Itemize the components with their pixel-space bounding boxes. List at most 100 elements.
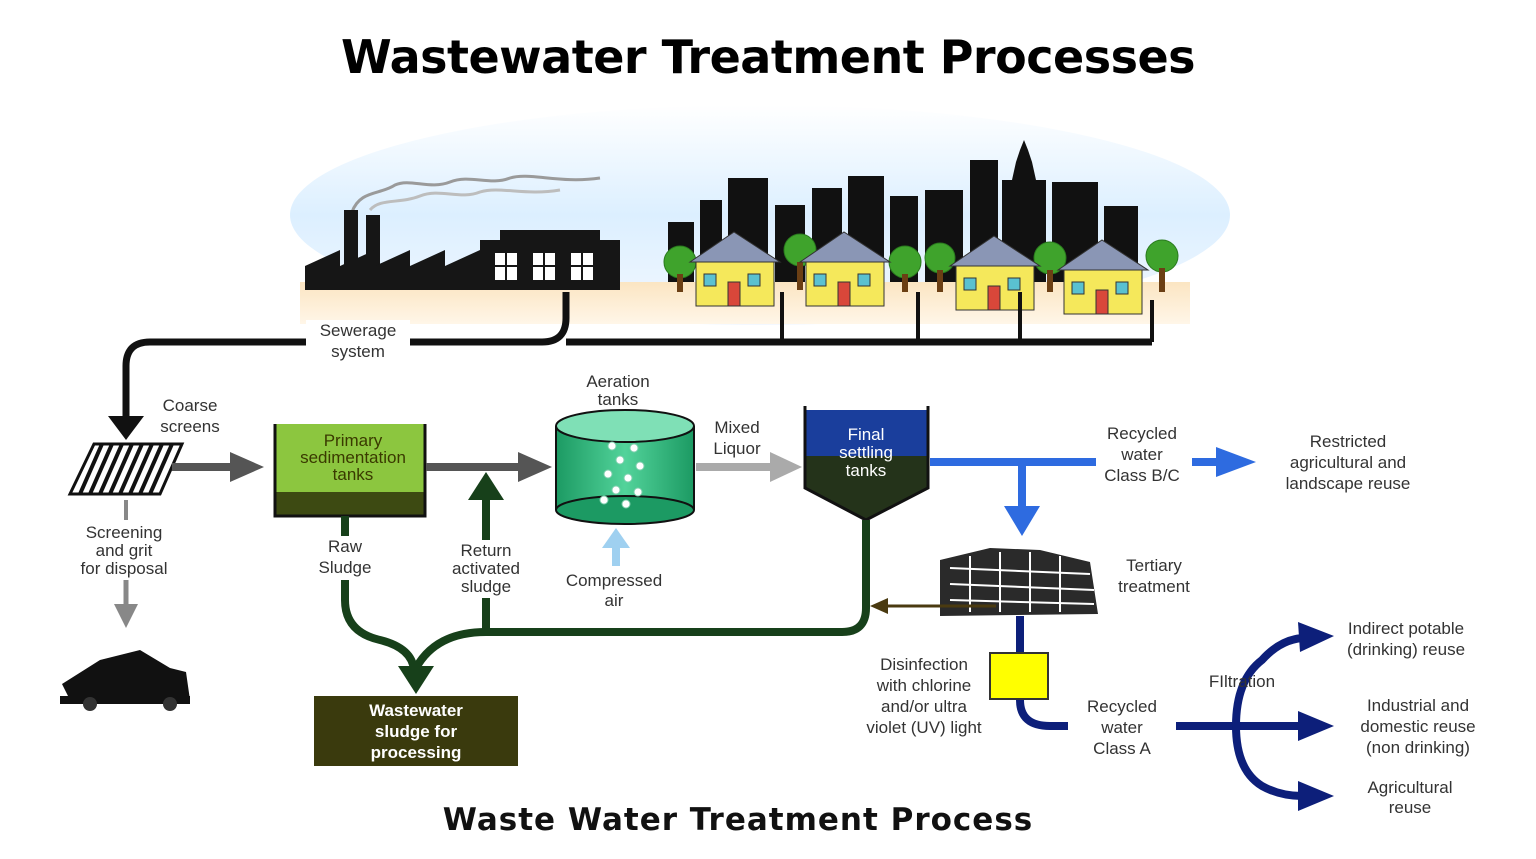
svg-text:tanks: tanks [846,461,887,480]
class-a-lines [1016,616,1303,800]
primary-sedimentation-tank [273,424,427,518]
screening-label-2: and grit [96,541,153,560]
svg-text:and grit: and grit [96,541,153,560]
recycled-a-label-3: Class A [1093,739,1151,758]
recycled-a-label-1: Recycled [1087,697,1157,716]
sewerage-label-1: Sewerage [320,321,397,340]
svg-text:Screening: Screening [86,523,163,542]
svg-text:domestic reuse: domestic reuse [1360,717,1475,736]
city-scene [290,105,1230,325]
svg-text:Recycled: Recycled [1107,424,1177,443]
return-sludge-label-1: Return [460,541,511,560]
sludge-down-arrow-head [398,666,434,694]
industrial-arrow-head [1298,711,1334,741]
aeration-label-1: Aeration [586,372,649,391]
primary-label-1: Primary [324,431,383,450]
svg-text:Disinfection: Disinfection [880,655,968,674]
mixed-liquor-label-1: Mixed [714,418,759,437]
svg-text:Final: Final [848,425,885,444]
raw-sludge-label-1: Raw [328,537,363,556]
svg-text:and/or ultra: and/or ultra [881,697,968,716]
settled-sludge-return-line [482,498,870,636]
indirect-arrow-head [1298,622,1334,652]
agricultural-arrow-head [1298,781,1334,811]
disinfection-label-3: and/or ultra [881,697,968,716]
restricted-label-2: agricultural and [1290,453,1406,472]
compressed-air-label-2: air [605,591,624,610]
recycled-a-label-2: water [1100,718,1143,737]
svg-text:(drinking) reuse: (drinking) reuse [1347,640,1465,659]
return-sludge-label-2: activated [452,559,520,578]
svg-text:water: water [1100,718,1143,737]
svg-text:Aeration: Aeration [586,372,649,391]
svg-text:Class A: Class A [1093,739,1151,758]
disinfection-label-2: with chlorine [876,676,972,695]
screening-label-1: Screening [86,523,163,542]
svg-text:Liquor: Liquor [713,439,761,458]
svg-text:Wastewater: Wastewater [369,701,463,720]
tertiary-label-2: treatment [1118,577,1190,596]
svg-text:Mixed: Mixed [714,418,759,437]
svg-text:system: system [331,342,385,361]
svg-text:air: air [605,591,624,610]
tertiary-label-1: Tertiary [1126,556,1182,575]
svg-text:sludge: sludge [461,577,511,596]
recycled-bc-label-2: water [1120,445,1163,464]
disinfection-label-4: violet (UV) light [866,718,982,737]
svg-text:Class B/C: Class B/C [1104,466,1180,485]
svg-text:Return: Return [460,541,511,560]
page-title: Wastewater Treatment Processes [340,30,1196,84]
aeration-tank [555,409,695,525]
svg-text:violet (UV) light: violet (UV) light [866,718,982,737]
coarse-screens-label-2: screens [160,417,220,436]
industrial-label-3: (non drinking) [1366,738,1470,757]
svg-text:settling: settling [839,443,893,462]
svg-text:(non drinking): (non drinking) [1366,738,1470,757]
screening-label-3: for disposal [81,559,168,578]
industrial-label-1: Industrial and [1367,696,1469,715]
disinfection-label-1: Disinfection [880,655,968,674]
indirect-potable-label-2: (drinking) reuse [1347,640,1465,659]
recycled-bc-lines [930,458,1218,508]
final-settling-label-1: Final [848,425,885,444]
svg-text:reuse: reuse [1389,798,1432,817]
svg-text:landscape reuse: landscape reuse [1286,474,1411,493]
sludge-box-label-1: Wastewater [369,701,463,720]
svg-text:sedimentation: sedimentation [300,448,406,467]
sludge-lines [341,498,870,671]
smoke-plume [350,174,601,213]
svg-text:sludge for: sludge for [375,722,458,741]
coarse-screens-label-1: Coarse [163,396,218,415]
sludge-box-label-3: processing [371,743,462,762]
sewerage-label-2: system [331,342,385,361]
primary-label-2: sedimentation [300,448,406,467]
return-sludge-arrow-head [468,472,504,500]
primary-label-3: tanks [333,465,374,484]
recycled-bc-label-1: Recycled [1107,424,1177,443]
agricultural-label-1: Agricultural [1367,778,1452,797]
aeration-label-2: tanks [598,390,639,409]
compressed-air-label-1: Compressed [566,571,662,590]
sewer-arrow-head [108,416,144,440]
recycled-bc-down-arrow-head [1004,506,1040,536]
svg-text:Waste Water Treatment Process: Waste Water Treatment Process [443,802,1033,838]
svg-text:Industrial and: Industrial and [1367,696,1469,715]
houses [688,231,1150,315]
svg-text:Indirect potable: Indirect potable [1348,619,1464,638]
final-settling-label-3: tanks [846,461,887,480]
indirect-potable-label-1: Indirect potable [1348,619,1464,638]
dump-truck-icon [60,650,190,711]
diagram-caption: Waste Water Treatment Process [443,802,1033,838]
svg-text:water: water [1120,445,1163,464]
svg-text:Tertiary: Tertiary [1126,556,1182,575]
svg-text:Compressed: Compressed [566,571,662,590]
recycled-bc-label-3: Class B/C [1104,466,1180,485]
sludge-processing-box [314,696,518,766]
svg-text:screens: screens [160,417,220,436]
svg-text:Recycled: Recycled [1087,697,1157,716]
final-settling-label-2: settling [839,443,893,462]
svg-text:for disposal: for disposal [81,559,168,578]
svg-text:FIltration: FIltration [1209,672,1275,691]
sludge-box-label-2: sludge for [375,722,458,741]
return-sludge-label-3: sludge [461,577,511,596]
